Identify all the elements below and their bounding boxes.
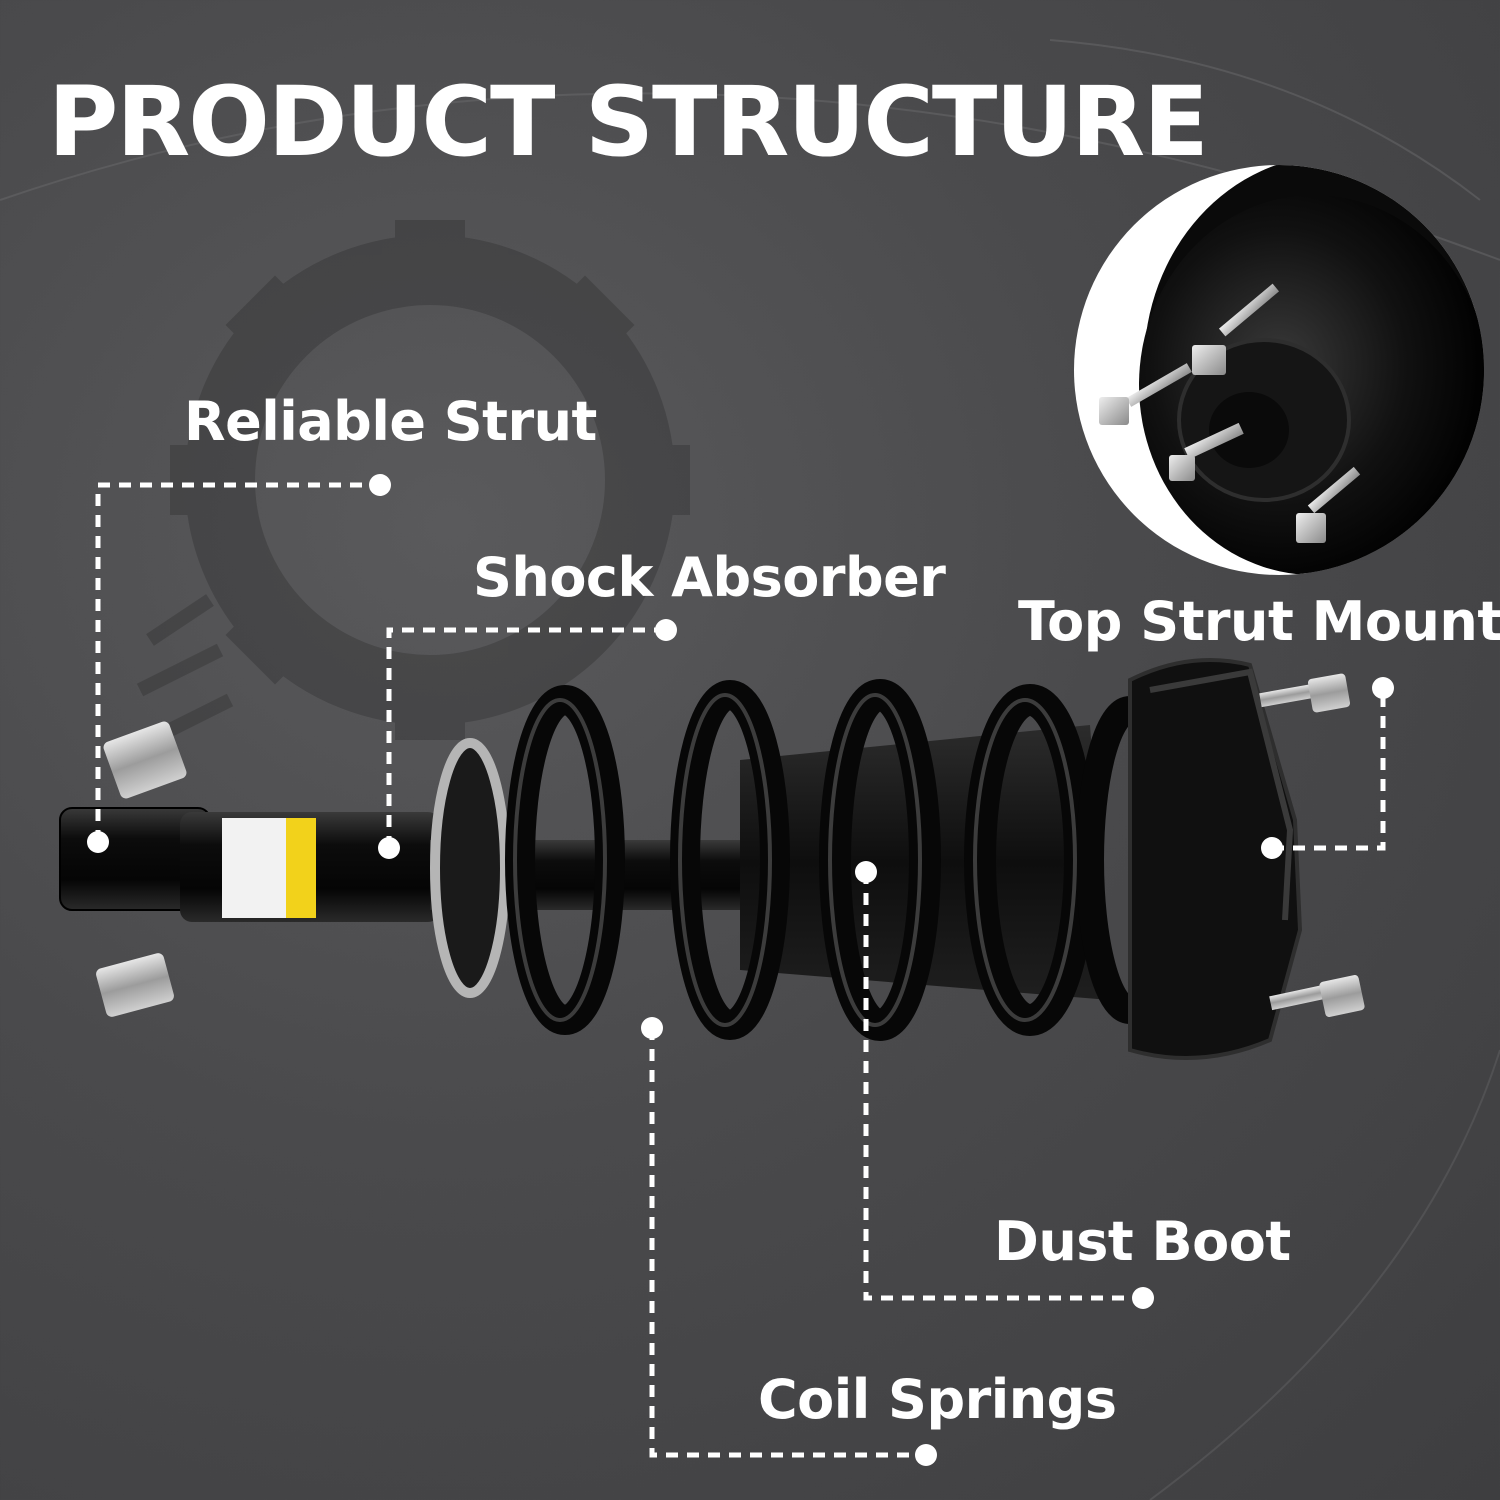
lower-mount-bracket — [59, 721, 211, 1017]
label-reliable-strut: Reliable Strut — [184, 390, 597, 453]
coil-spring — [505, 679, 1184, 1041]
top-mount-closeup-image — [1099, 165, 1484, 575]
top-mount-closeup-inset — [1074, 165, 1484, 575]
top-strut-mount — [1128, 658, 1365, 1060]
shock-body-tube — [180, 812, 440, 922]
label-coil-springs: Coil Springs — [758, 1368, 1117, 1431]
label-shock-absorber: Shock Absorber — [473, 546, 946, 609]
lower-spring-seat — [430, 738, 510, 998]
mount-bolt — [1269, 974, 1365, 1018]
leader-dots — [87, 474, 1394, 1466]
label-dust-boot: Dust Boot — [994, 1210, 1291, 1273]
mount-bolt — [1259, 673, 1351, 713]
gear-watermark-icon — [136, 220, 690, 747]
label-top-strut-mount: Top Strut Mount — [1018, 590, 1500, 653]
page-title: PRODUCT STRUCTURE — [48, 66, 1209, 178]
leader-lines — [95, 482, 1386, 1458]
